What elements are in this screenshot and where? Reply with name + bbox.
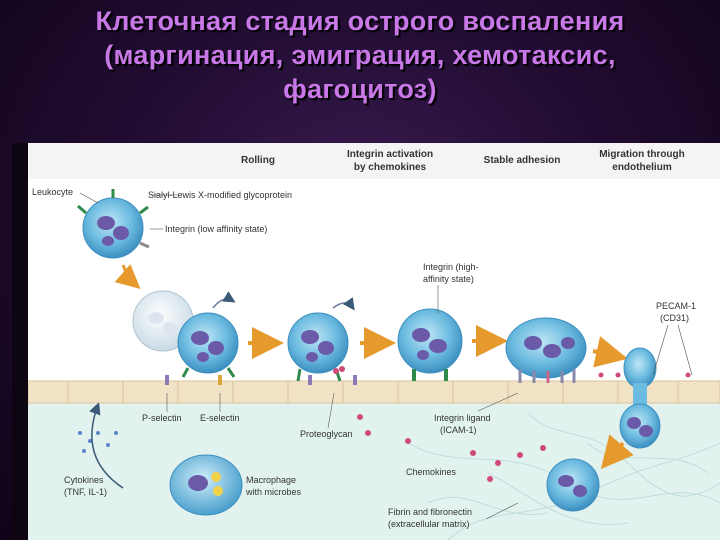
integrin-ligand-label-2: (ICAM-1): [440, 425, 477, 435]
stage-migration-label-1: Migration through: [599, 149, 685, 160]
stage-integrin-activation-label-2: by chemokines: [354, 162, 427, 173]
macrophage-label-1: Macrophage: [246, 475, 296, 485]
p-selectin-label: P-selectin: [142, 413, 182, 423]
integrin-high-label-1: Integrin (high-: [423, 262, 479, 272]
macrophage-label-2: with microbes: [245, 487, 302, 497]
cytokine-arrow: [89, 402, 124, 489]
diagram-panel: Rolling Integrin activation by chemokine…: [28, 143, 720, 540]
pecam-label-1: PECAM-1: [656, 301, 696, 311]
chemotaxing-leukocyte: [546, 458, 600, 512]
proteoglycan-label: Proteoglycan: [300, 429, 353, 439]
slide-title: Клеточная стадия острого воспаления (мар…: [0, 4, 720, 106]
integrin-high-label-2: affinity state): [423, 274, 474, 284]
adherent-leukocyte: [505, 317, 587, 383]
fibrin-label-1: Fibrin and fibronectin: [388, 507, 472, 517]
leukocyte-recruitment-diagram: Rolling Integrin activation by chemokine…: [28, 143, 720, 540]
title-line-1: Клеточная стадия острого воспаления: [95, 6, 625, 36]
leukocyte-cell: [77, 189, 150, 259]
activating-leukocyte: [287, 312, 349, 382]
header-band: [28, 143, 720, 179]
endothelial-cell-borders: [67, 381, 679, 403]
rolling-leukocyte: [177, 312, 239, 378]
high-affinity-leukocyte: [397, 308, 463, 381]
stage-migration-label-2: endothelium: [612, 162, 672, 173]
cytokine-molecules: [78, 431, 118, 453]
stage-stable-adhesion-label: Stable adhesion: [484, 155, 561, 166]
left-frame-bar: [12, 143, 28, 540]
stage-rolling-label: Rolling: [241, 155, 275, 166]
flow-arrow-5: [592, 336, 628, 368]
endothelium-layer: [28, 380, 720, 404]
chemokines-label: Chemokines: [406, 467, 457, 477]
sialyl-lewis-label: Sialyl-Lewis X-modified glycoprotein: [148, 190, 292, 200]
selectins: [165, 375, 357, 385]
leukocyte-label: Leukocyte: [32, 187, 73, 197]
title-line-3: фагоцитоз): [283, 74, 437, 104]
e-selectin-label: E-selectin: [200, 413, 240, 423]
pecam-label-2: (CD31): [660, 313, 689, 323]
integrin-low-label: Integrin (low affinity state): [165, 224, 267, 234]
stage-integrin-activation-label-1: Integrin activation: [347, 149, 433, 160]
chemokine-molecules: [357, 414, 546, 482]
flow-arrow-1: [114, 264, 141, 289]
fibrin-label-2: (extracellular matrix): [388, 519, 470, 529]
flow-arrow-6: [600, 434, 634, 470]
macrophage-cell: [169, 454, 243, 516]
cytokines-label-1: Cytokines: [64, 475, 104, 485]
integrin-ligand-label-1: Integrin ligand: [434, 413, 491, 423]
title-line-2: (маргинация, эмиграция, хемотаксис,: [104, 40, 616, 70]
tissue-region: [28, 401, 720, 540]
cytokines-label-2: (TNF, IL-1): [64, 487, 107, 497]
proteoglycan-chemokine-marks: [333, 366, 691, 378]
